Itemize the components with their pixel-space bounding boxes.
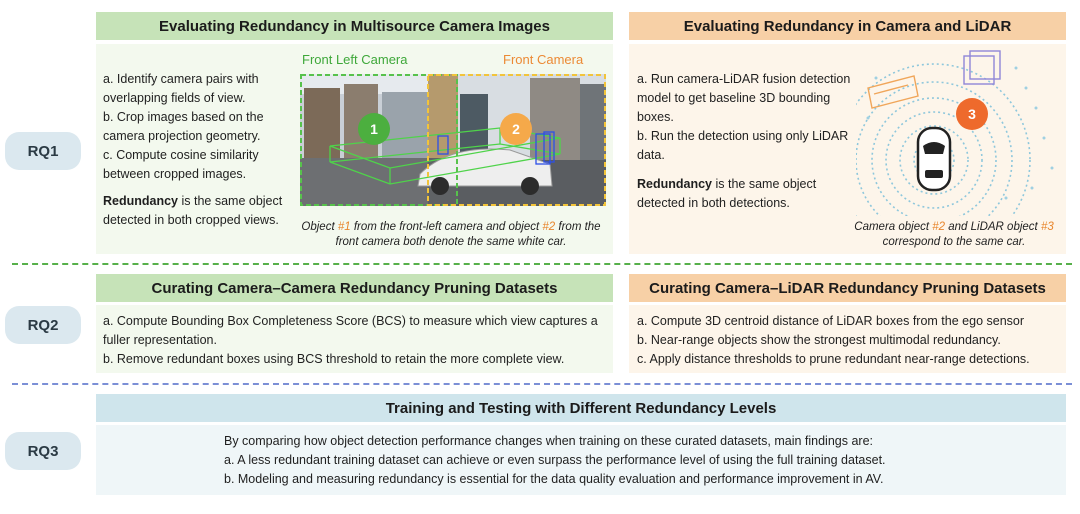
rq2-left-title: Curating Camera–Camera Redundancy Prunin… [96,274,613,302]
step-text: c. Compute cosine similarity between cro… [103,146,291,184]
step-text: a. Compute 3D centroid distance of LiDAR… [637,312,1063,331]
section-divider-green [12,263,1072,265]
redundancy-definition: Redundancy is the same object detected i… [103,192,291,230]
rq1-left-steps: a. Identify camera pairs with overlappin… [103,70,291,230]
rq1-label: RQ1 [5,132,81,170]
rq3-label: RQ3 [5,432,81,470]
finding-text: a. A less redundant training dataset can… [224,451,1064,470]
redundancy-term: Redundancy [637,177,712,191]
rq3-title: Training and Testing with Different Redu… [96,394,1066,422]
step-text: a. Identify camera pairs with overlappin… [103,70,291,108]
step-text: b. Run the detection using only LiDAR da… [637,127,855,165]
caption-text: Camera object [854,221,932,233]
marker-1-text: 1 [370,121,378,137]
lidar-scene-image: 3 [856,48,1060,216]
redundancy-definition: Redundancy is the same object detected i… [637,175,855,213]
rq1-left-caption: Object #1 from the front-left camera and… [296,220,606,250]
rq1-right-caption: Camera object #2 and LiDAR object #3 cor… [848,220,1060,250]
camera-overlap-image: 1 2 [300,74,606,206]
caption-text: correspond to the same car. [883,236,1026,248]
caption-highlight: #2 [542,221,555,233]
bounding-box-icon [868,51,1000,108]
rq1-right-title: Evaluating Redundancy in Camera and LiDA… [629,12,1066,40]
finding-text: By comparing how object detection perfor… [224,432,1064,451]
rq1-left-title: Evaluating Redundancy in Multisource Cam… [96,12,613,40]
step-text: c. Apply distance thresholds to prune re… [637,350,1063,369]
marker-2-text: 2 [512,121,520,137]
step-text: a. Compute Bounding Box Completeness Sco… [103,312,609,350]
marker-3-text: 3 [968,106,976,122]
caption-highlight: #1 [338,221,351,233]
caption-highlight: #2 [932,221,945,233]
rq2-left-steps: a. Compute Bounding Box Completeness Sco… [103,312,609,369]
caption-text: from the front-left camera and object [351,221,543,233]
front-left-camera-label: Front Left Camera [302,52,408,67]
redundancy-term: Redundancy [103,194,178,208]
step-text: b. Remove redundant boxes using BCS thre… [103,350,609,369]
rq1-right-steps: a. Run camera-LiDAR fusion detection mod… [637,70,855,213]
rq3-findings: By comparing how object detection perfor… [224,432,1064,489]
caption-highlight: #3 [1041,221,1054,233]
rq2-right-steps: a. Compute 3D centroid distance of LiDAR… [637,312,1063,369]
rq2-label: RQ2 [5,306,81,344]
caption-text: Object [301,221,337,233]
car-icon [918,128,950,190]
step-text: b. Crop images based on the camera proje… [103,108,291,146]
front-camera-label: Front Camera [503,52,583,67]
section-divider-blue [12,383,1072,385]
caption-text: and LiDAR object [945,221,1041,233]
step-text: a. Run camera-LiDAR fusion detection mod… [637,70,855,127]
finding-text: b. Modeling and measuring redundancy is … [224,470,1064,489]
step-text: b. Near-range objects show the strongest… [637,331,1063,350]
rq2-right-title: Curating Camera–LiDAR Redundancy Pruning… [629,274,1066,302]
